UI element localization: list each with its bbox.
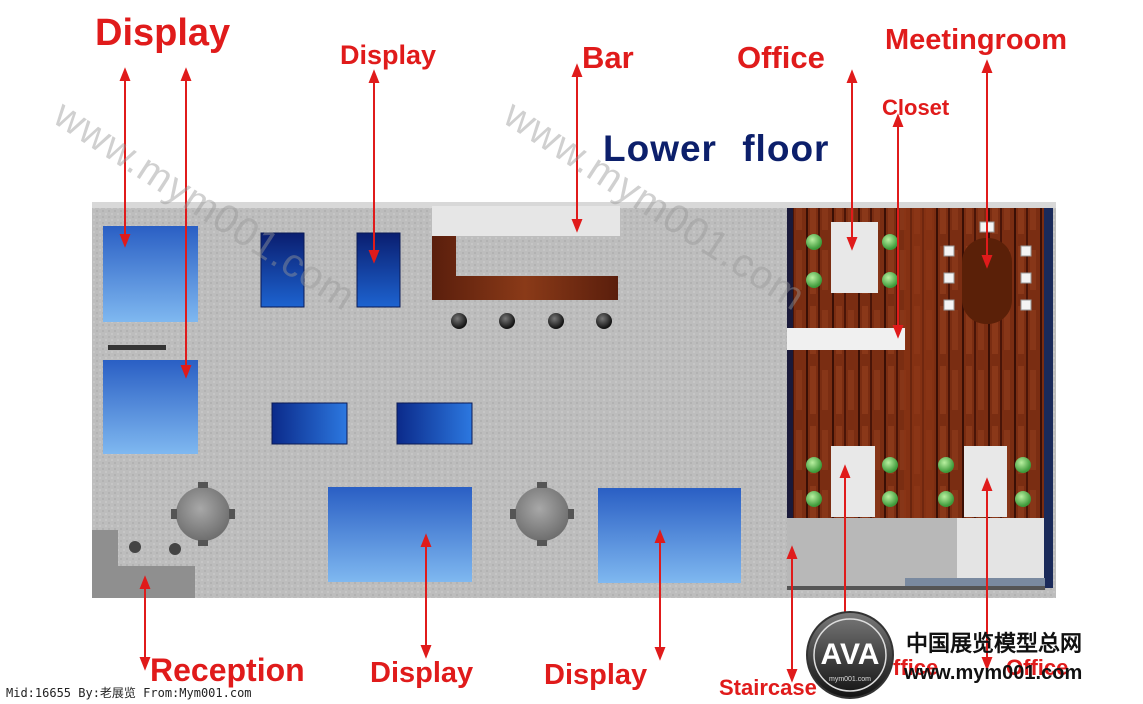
label-meetingroom: Meetingroom xyxy=(885,24,1068,56)
display-area-bottom-2 xyxy=(598,488,741,583)
bar-stools xyxy=(451,313,612,329)
logo-text: AVA xyxy=(821,638,880,671)
office-top-chairs xyxy=(806,234,898,288)
reception-desk xyxy=(92,530,195,598)
label-closet: Closet xyxy=(882,95,950,120)
display-panel-left-bottom xyxy=(103,360,198,454)
brand-chinese-name: 中国展览模型总网 xyxy=(906,632,1083,657)
display-case-2 xyxy=(356,232,401,308)
bar-counter xyxy=(432,236,618,300)
label-bar: Bar xyxy=(582,40,634,75)
closet-wall xyxy=(787,328,905,350)
label-display-bottom-1: Display xyxy=(370,657,474,689)
label-display-top-left: Display xyxy=(95,12,231,54)
logo-subtext: mym001.com xyxy=(829,676,871,683)
display-case-1 xyxy=(260,232,305,308)
display-case-3 xyxy=(271,402,348,445)
office-bottom-table-1 xyxy=(831,446,875,517)
ava-logo: AVA mym001.com xyxy=(806,611,894,699)
bar-back-shelf xyxy=(432,206,620,236)
left-shelf xyxy=(108,345,166,350)
office-bottom-chairs xyxy=(806,457,1031,507)
round-table-2 xyxy=(510,482,574,546)
office-bottom-floor xyxy=(957,518,1044,588)
closet-strip xyxy=(904,208,934,518)
label-office-bottom-2: Office xyxy=(1006,655,1069,680)
label-office-top: Office xyxy=(737,40,825,75)
plant-2 xyxy=(169,543,181,555)
label-office-bottom-1: ffice xyxy=(893,655,939,680)
callout-arrows xyxy=(119,59,993,683)
label-display-bottom-2: Display xyxy=(544,659,648,691)
meeting-table xyxy=(962,238,1012,324)
display-area-bottom-1 xyxy=(328,487,472,582)
footer-credit: Mid:16655 By:老展览 From:Mym001.com xyxy=(6,686,252,700)
label-staircase: Staircase xyxy=(719,675,817,700)
display-panel-left-top xyxy=(103,226,198,322)
round-table-1 xyxy=(171,482,235,546)
office-top-table xyxy=(831,222,878,293)
label-display-top-mid: Display xyxy=(340,40,437,70)
label-reception: Reception xyxy=(150,652,305,688)
brand-url: www.mym001.com xyxy=(904,662,1083,684)
display-case-4 xyxy=(396,402,473,445)
page-title: Lower floor xyxy=(603,128,830,169)
staircase-area xyxy=(787,518,957,588)
plant-1 xyxy=(129,541,141,553)
